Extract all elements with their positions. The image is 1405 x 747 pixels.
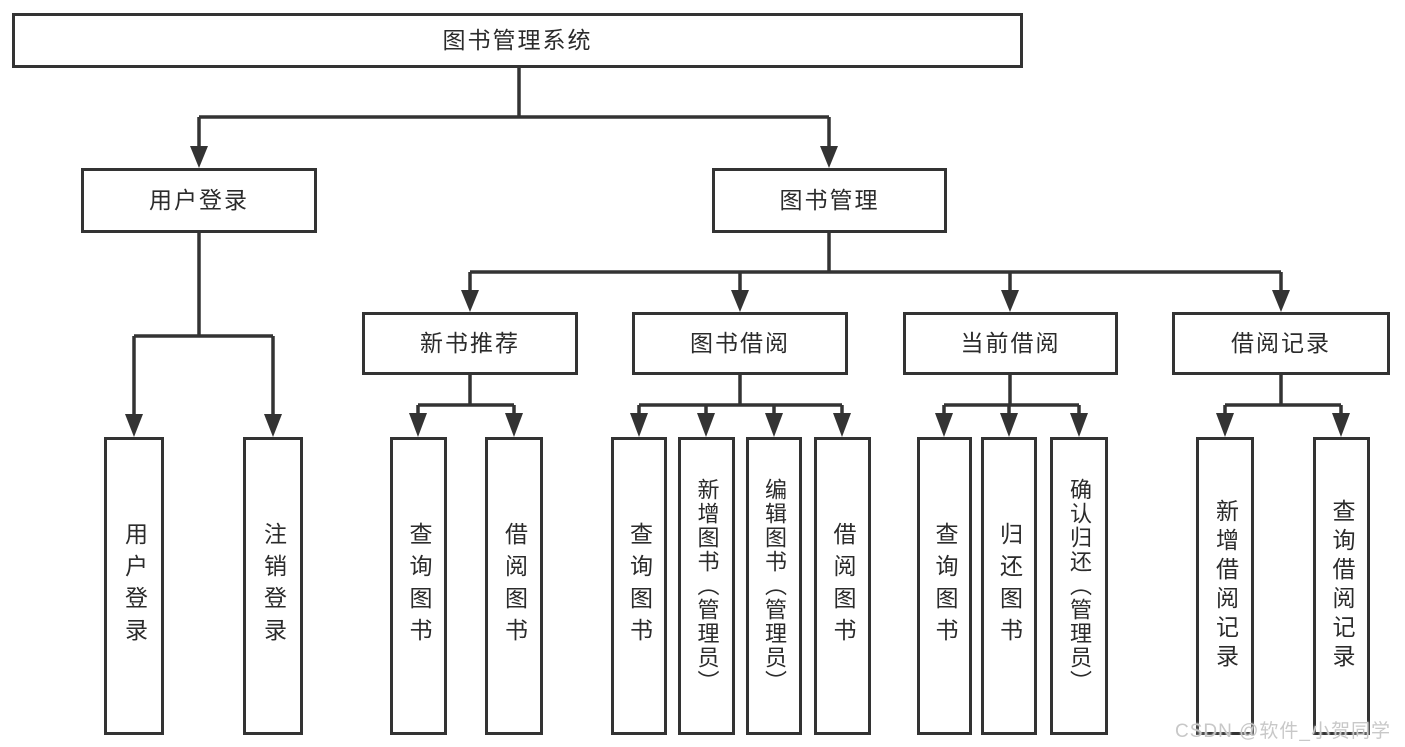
arrowhead	[264, 414, 282, 437]
leaf-borrow-books-recommend: 借阅图书	[485, 437, 543, 735]
arrowhead	[1216, 413, 1234, 437]
arrowhead	[697, 413, 715, 437]
connector-new-book-children	[409, 375, 523, 437]
connector-user-login-children	[125, 233, 282, 437]
arrowhead	[765, 413, 783, 437]
connector-book-borrow-children	[630, 375, 851, 437]
node-root-system: 图书管理系统	[12, 13, 1023, 68]
node-new-book-recommend: 新书推荐	[362, 312, 578, 375]
arrowhead	[409, 413, 427, 437]
leaf-user-login: 用户登录	[104, 437, 164, 735]
leaf-edit-book-admin: 编辑图书（管理员）	[746, 437, 802, 735]
arrowhead	[505, 413, 523, 437]
leaf-add-borrow-record: 新增借阅记录	[1196, 437, 1254, 735]
leaf-borrow-books: 借阅图书	[814, 437, 871, 735]
leaf-query-borrow-record: 查询借阅记录	[1313, 437, 1370, 735]
arrowhead	[461, 290, 479, 312]
arrowhead	[190, 146, 208, 168]
arrowhead	[1272, 290, 1290, 312]
node-user-login: 用户登录	[81, 168, 317, 233]
connector-current-borrow-children	[935, 375, 1088, 437]
node-borrow-records: 借阅记录	[1172, 312, 1390, 375]
node-current-borrow: 当前借阅	[903, 312, 1118, 375]
arrowhead	[833, 413, 851, 437]
leaf-query-books-recommend: 查询图书	[390, 437, 447, 735]
arrowhead	[630, 413, 648, 437]
node-book-management: 图书管理	[712, 168, 947, 233]
leaf-query-books-current: 查询图书	[917, 437, 972, 735]
arrowhead	[1001, 290, 1019, 312]
leaf-logout: 注销登录	[243, 437, 303, 735]
arrowhead	[1070, 413, 1088, 437]
connector-book-management-children	[461, 233, 1290, 312]
arrowhead	[820, 146, 838, 168]
leaf-confirm-return-admin: 确认归还（管理员）	[1050, 437, 1108, 735]
arrowhead	[731, 290, 749, 312]
leaf-add-book-admin: 新增图书（管理员）	[678, 437, 735, 735]
connector-borrow-record-children	[1216, 375, 1350, 437]
leaf-return-book: 归还图书	[981, 437, 1037, 735]
arrowhead	[935, 413, 953, 437]
leaf-query-books-borrow: 查询图书	[611, 437, 667, 735]
arrowhead	[1000, 413, 1018, 437]
arrowhead	[125, 414, 143, 437]
connector-root-to-level2	[190, 68, 838, 168]
node-book-borrow: 图书借阅	[632, 312, 848, 375]
csdn-watermark: CSDN @软件_小贺同学	[1175, 721, 1391, 742]
arrowhead	[1332, 413, 1350, 437]
